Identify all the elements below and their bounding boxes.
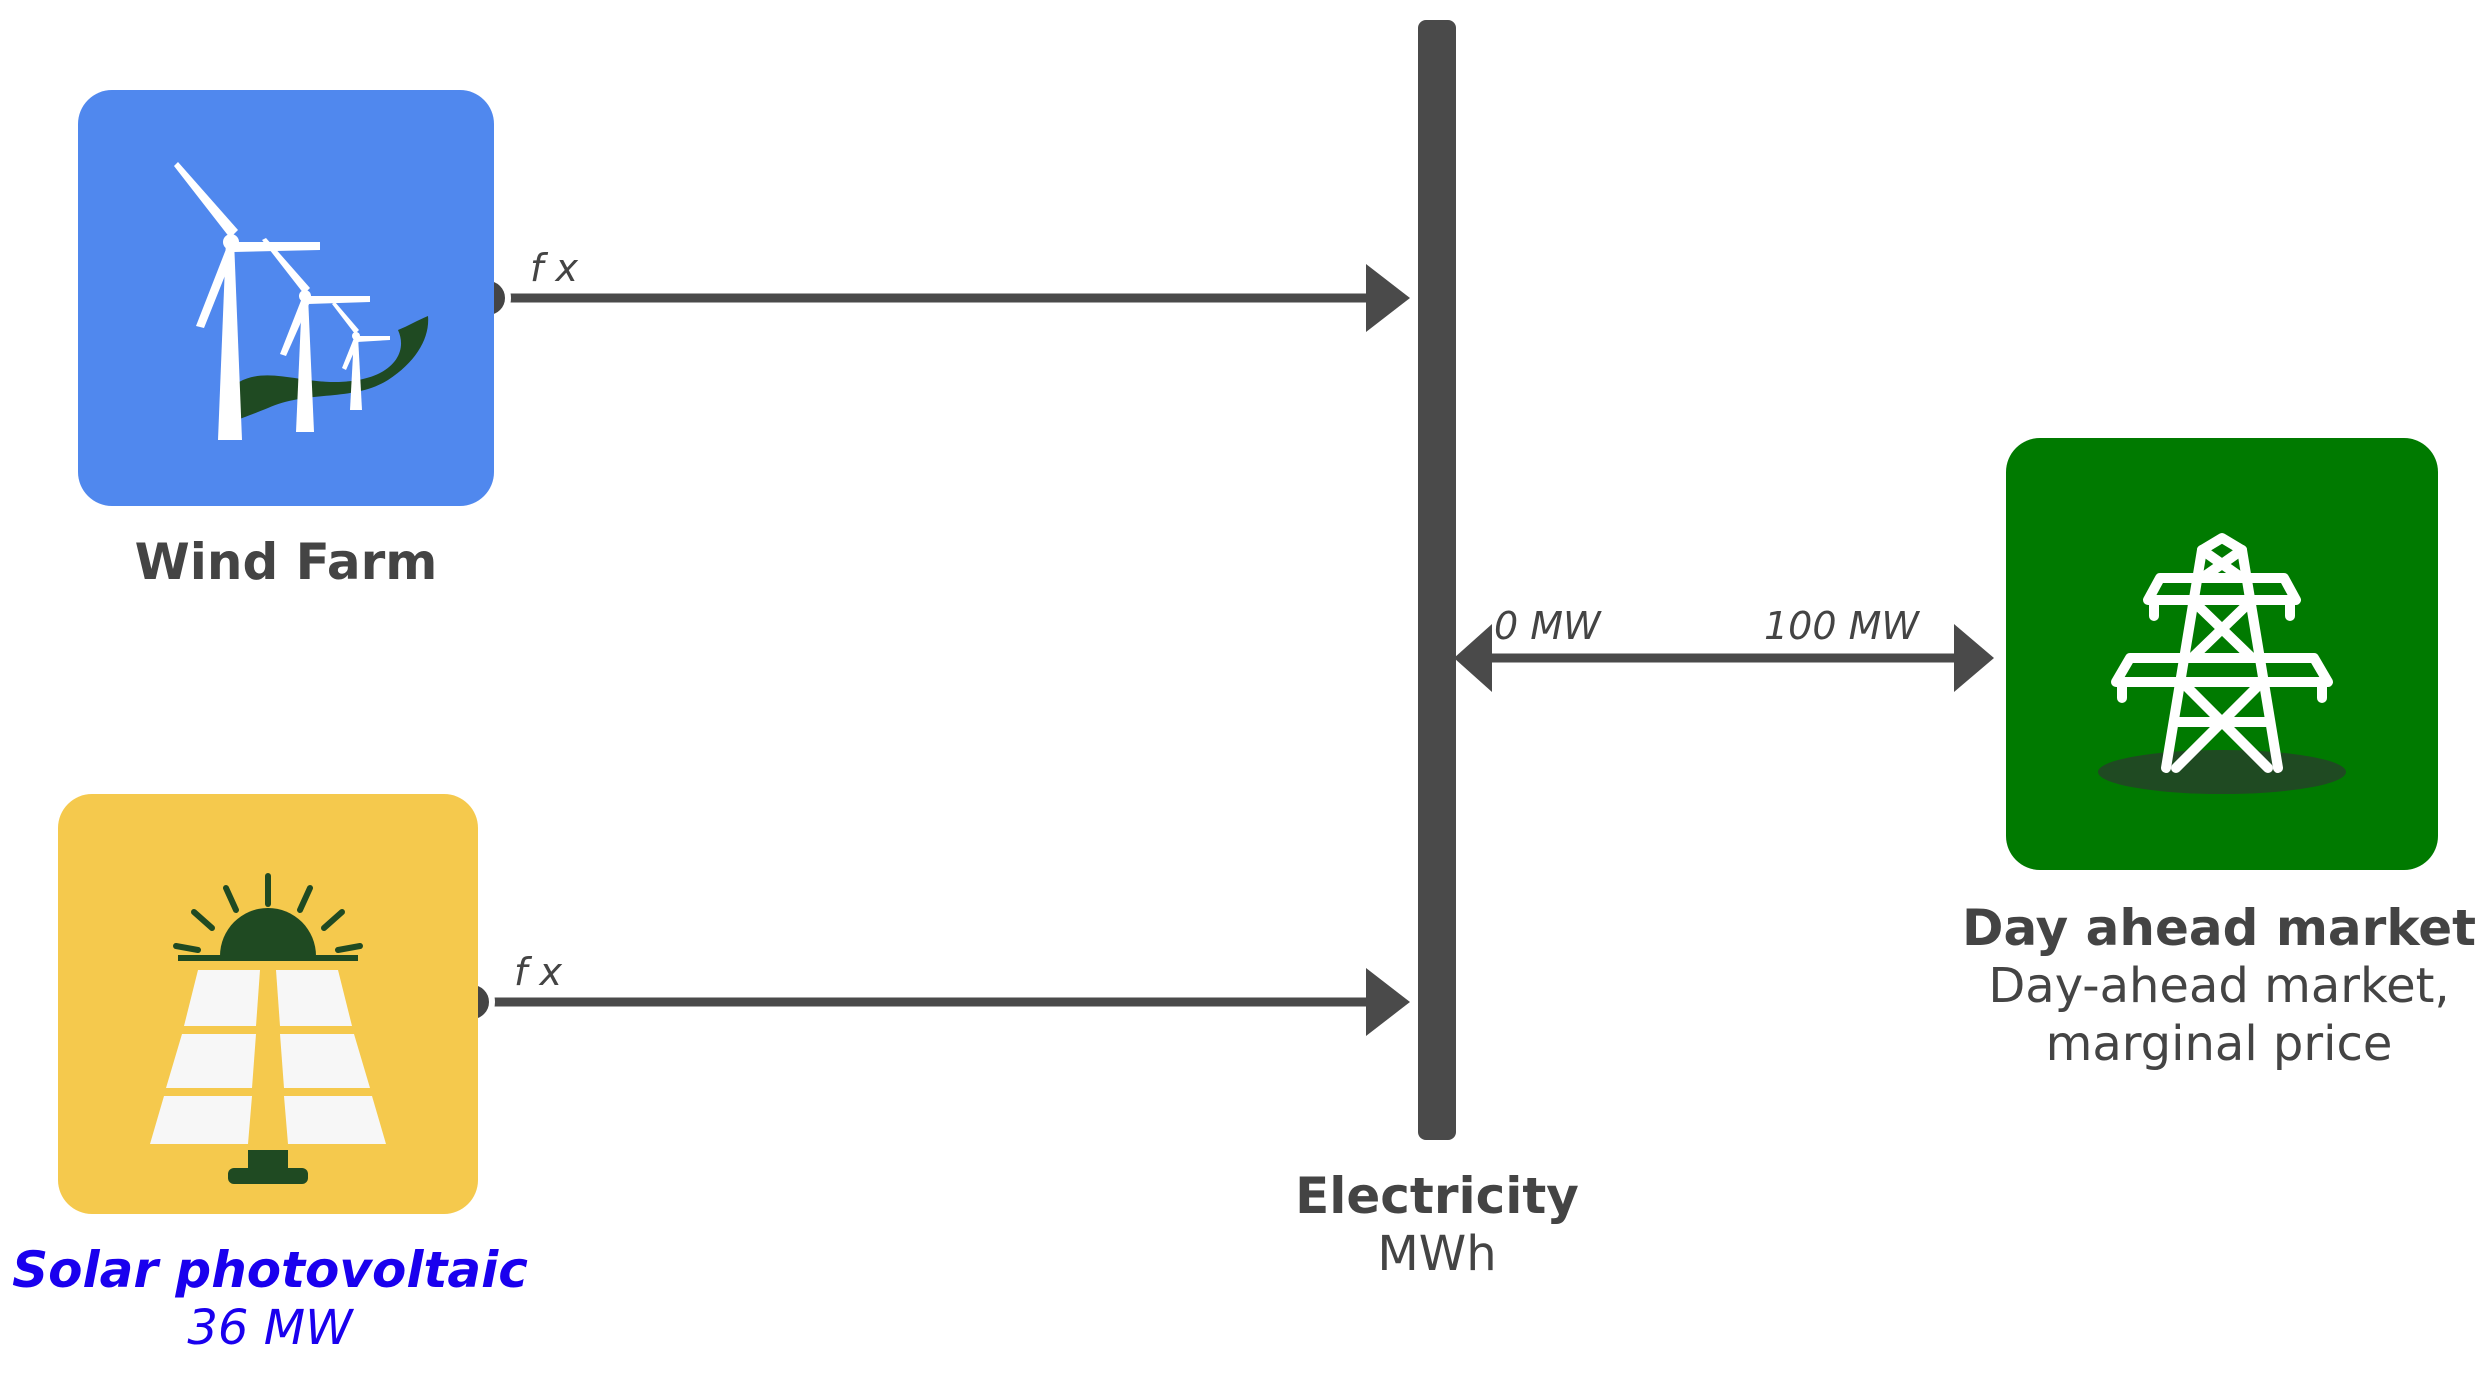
- electricity-bus-label: Electricity MWh: [1237, 1166, 1637, 1284]
- solar-to-bus-arrow[interactable]: [472, 968, 1410, 1036]
- market-flow-max-label: 100 MW: [1764, 604, 1919, 648]
- market-flow-min-label: 0 MW: [1494, 604, 1601, 648]
- solar-flow-label: f x: [514, 950, 562, 994]
- day-ahead-market-name: Day ahead market: [1961, 899, 2477, 957]
- wind-flow-label: f x: [530, 246, 578, 290]
- day-ahead-market-label: Day ahead market Day-ahead market, margi…: [1950, 898, 2488, 1073]
- solar-photovoltaic-label: Solar photovoltaic 36 MW: [0, 1240, 540, 1358]
- solar-panel-icon: [150, 873, 386, 1184]
- wind-to-bus-arrow[interactable]: [488, 264, 1410, 332]
- bus-market-arrow[interactable]: [1454, 624, 1994, 692]
- wind-farm-label: Wind Farm: [78, 532, 494, 592]
- wind-farm-node[interactable]: [78, 90, 494, 506]
- day-ahead-market-description-line2: marginal price: [2045, 1015, 2393, 1072]
- solar-photovoltaic-capacity: 36 MW: [187, 1300, 353, 1356]
- wind-turbine-icon: [174, 162, 429, 440]
- electricity-bus-name: Electricity: [1295, 1167, 1579, 1225]
- electricity-bus-unit: MWh: [1377, 1226, 1497, 1282]
- day-ahead-market-description-line1: Day-ahead market,: [1988, 958, 2450, 1014]
- power-pylon-icon: [2098, 533, 2346, 794]
- solar-photovoltaic-node[interactable]: [58, 794, 478, 1214]
- wind-farm-name: Wind Farm: [134, 533, 438, 591]
- day-ahead-market-node[interactable]: [2006, 438, 2438, 870]
- electricity-bus[interactable]: [1418, 20, 1456, 1140]
- solar-photovoltaic-name: Solar photovoltaic: [12, 1241, 528, 1299]
